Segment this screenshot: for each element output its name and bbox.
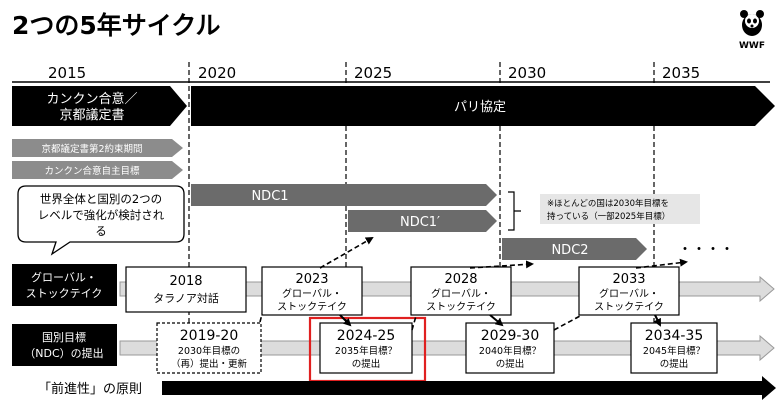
cancun-targets-bar: カンクン合意自主目標 [12,161,183,179]
svg-text:ストックテイク: ストックテイク [277,301,347,313]
svg-text:ストックテイク: ストックテイク [594,301,664,313]
ndc1-bar: NDC1 [191,184,497,206]
submission-2019-20-box: 2019-20 2030年目標の （再）提出・更新 [156,322,262,374]
svg-text:（再）提出・更新: （再）提出・更新 [171,358,248,370]
year-label-2025: 2025 [354,64,392,82]
ndc1-prime-bar: NDC1′ [348,210,497,232]
kyoto-second-period-bar: 京都議定書第2約束期間 [12,139,183,157]
link-2019-to-2023 [259,313,263,323]
submission-2034-35-box: 2034-35 2045年目標？ の提出 [630,322,718,374]
year-label-2035: 2035 [662,64,700,82]
svg-text:カンクン合意自主目標: カンクン合意自主目標 [44,165,140,177]
svg-text:る: る [95,224,107,238]
submission-2024-25-box: 2024-25 2035年目標？ の提出 [319,322,413,374]
svg-text:※ほとんどの国は2030年目標を: ※ほとんどの国は2030年目標を [547,198,669,209]
arrow-2033-onward [635,258,688,269]
svg-text:ストックテイク: ストックテイク [426,301,496,313]
svg-text:タラノア対話: タラノア対話 [153,291,219,305]
arrow-2028-to-ndc2 [469,260,534,269]
svg-text:ストックテイク: ストックテイク [26,287,103,300]
svg-text:（NDC）の提出: （NDC）の提出 [24,346,103,360]
cancun-kyoto-bar: カンクン合意／ 京都議定書 [12,86,187,126]
svg-text:世界全体と国別の2つの: 世界全体と国別の2つの [40,192,162,206]
arrow-2023-to-ndc1-prime [319,237,374,269]
svg-text:京都議定書: 京都議定書 [59,108,124,123]
year-label-2030: 2030 [508,64,546,82]
feedback-arrows [259,237,688,331]
svg-text:2045年目標？: 2045年目標？ [643,345,705,357]
svg-text:カンクン合意／: カンクン合意／ [46,91,137,107]
svg-text:2024-25: 2024-25 [337,328,396,344]
panda-icon [740,10,764,36]
svg-text:グローバル・: グローバル・ [282,287,342,300]
svg-text:2040年目標？: 2040年目標？ [479,345,541,357]
svg-text:2035年目標？: 2035年目標？ [335,345,397,357]
progression-principle-label: 「前進性」の原則 [38,381,142,397]
svg-text:グローバル・: グローバル・ [431,287,491,300]
svg-text:持っている（一部2025年目標）: 持っている（一部2025年目標） [547,211,670,222]
year-label-2015: 2015 [48,64,86,82]
svg-text:NDC2: NDC2 [551,243,588,258]
progression-arrow [162,376,776,400]
svg-text:の提出: の提出 [352,358,381,370]
svg-text:の提出: の提出 [496,358,525,370]
svg-text:2030年目標の: 2030年目標の [178,345,240,357]
stocktake-2018-box: 2018 タラノア対話 [125,266,247,313]
svg-text:の提出: の提出 [660,358,689,370]
link-2024-to-2028 [411,315,417,331]
note-box: ※ほとんどの国は2030年目標を 持っている（一部2025年目標） [540,194,700,224]
speech-bubble: 世界全体と国別の2つの レベルで強化が検討され る [17,185,185,256]
ndc-submission-row-label: 国別目標 （NDC）の提出 [12,324,117,366]
svg-text:国別目標: 国別目標 [42,330,86,344]
svg-text:2018: 2018 [169,274,202,289]
svg-text:2034-35: 2034-35 [645,328,704,344]
svg-text:グローバル・: グローバル・ [599,287,659,300]
year-label-2020: 2020 [198,64,236,82]
wwf-logo: WWF [739,10,765,51]
svg-text:京都議定書第2約束期間: 京都議定書第2約束期間 [41,143,142,155]
submission-2029-30-box: 2029-30 2040年目標？ の提出 [465,322,555,374]
wwf-text: WWF [739,41,765,51]
ndc2-bar: NDC2 [502,238,647,260]
svg-text:2019-20: 2019-20 [180,328,239,344]
svg-text:NDC1′: NDC1′ [400,215,440,230]
paris-agreement-bar: パリ協定 [191,86,775,126]
continuation-dots: ・・・・ [678,242,734,258]
note-bracket [508,191,521,231]
stocktake-2023-box: 2023 グローバル・ ストックテイク [261,266,363,316]
link-2029-to-2033 [553,315,581,331]
svg-text:2029-30: 2029-30 [481,328,540,344]
stocktake-2033-box: 2033 グローバル・ ストックテイク [578,266,680,316]
stocktake-2028-box: 2028 グローバル・ ストックテイク [410,266,512,316]
svg-text:レベルで強化が検討され: レベルで強化が検討され [38,208,165,222]
svg-text:2033: 2033 [612,272,645,287]
svg-text:パリ協定: パリ協定 [454,100,506,115]
svg-text:2023: 2023 [295,272,328,287]
stocktake-to-submission-arrows [339,314,661,327]
page-title: 2つの5年サイクル [12,11,221,40]
svg-text:グローバル・: グローバル・ [31,270,97,284]
svg-text:2028: 2028 [444,272,477,287]
svg-text:NDC1: NDC1 [251,189,288,204]
global-stocktake-row-label: グローバル・ ストックテイク [12,264,117,306]
